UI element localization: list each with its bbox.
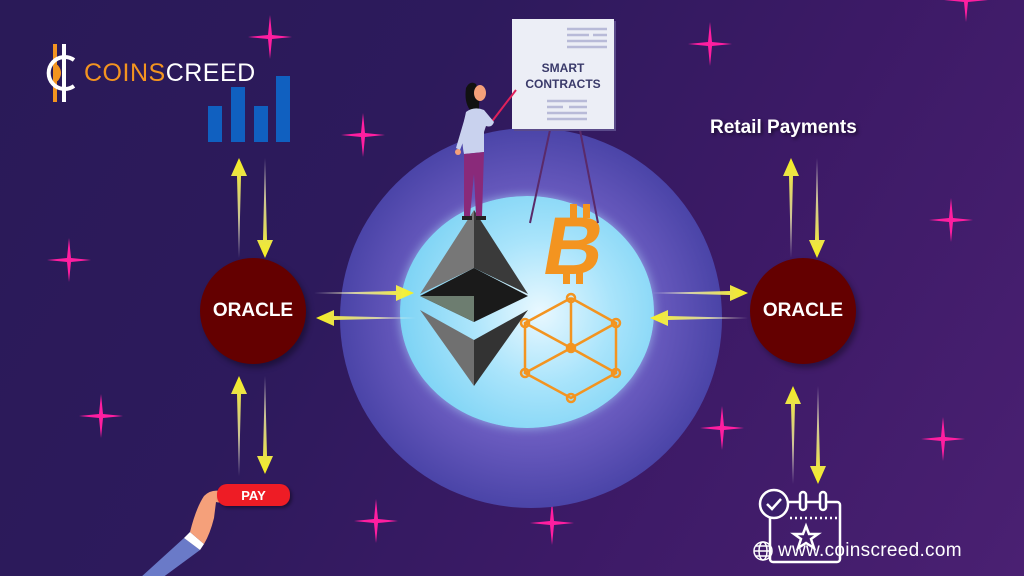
board-title-line2: CONTRACTS [525,77,601,91]
arrow-up-icon [783,158,799,258]
globe-icon [400,196,654,428]
arrow-down-icon [810,386,826,484]
hand-sleeve-icon [142,490,230,576]
arrow-down-icon [809,158,825,258]
bitcoin-icon: B [537,200,612,292]
left-oracle-label: ORACLE [212,300,294,321]
calendar-star-check-icon [758,488,842,564]
globe-web-icon [753,541,773,561]
website-footer[interactable]: www.coinscreed.com [752,540,962,562]
retail-payments-label: Retail Payments [710,117,857,138]
ethereum-icon [420,210,528,386]
smart-contracts-board: SMART CONTRACTS [512,19,614,129]
arrow-right-icon [652,285,748,301]
logo-text-coins: COINS [84,58,166,87]
website-url[interactable]: www.coinscreed.com [778,540,962,561]
coinscreed-logo[interactable]: COINSCREED [40,44,256,102]
arrow-right-icon [314,285,414,301]
arrow-left-icon [316,310,416,326]
left-oracle-node: ORACLE [200,258,306,364]
logo-text-creed: CREED [165,58,256,87]
cent-currency-icon [46,44,76,102]
board-title-line1: SMART [541,61,585,75]
arrow-up-icon [231,376,247,476]
arrow-up-icon [231,158,247,258]
bar-chart-icon [208,76,290,142]
presenter-woman-icon [455,82,517,220]
arrow-up-icon [785,386,801,484]
right-oracle-node: ORACLE [750,258,856,364]
pay-button[interactable]: PAY [217,484,290,506]
arrow-left-icon [650,310,748,326]
arrow-down-icon [257,376,273,474]
easel-legs [529,129,599,224]
text-lines-icon [567,27,607,49]
blockchain-cube-icon [519,292,622,404]
right-oracle-label: ORACLE [762,300,844,321]
arrow-down-icon [257,158,273,258]
text-lines-icon [547,99,587,121]
